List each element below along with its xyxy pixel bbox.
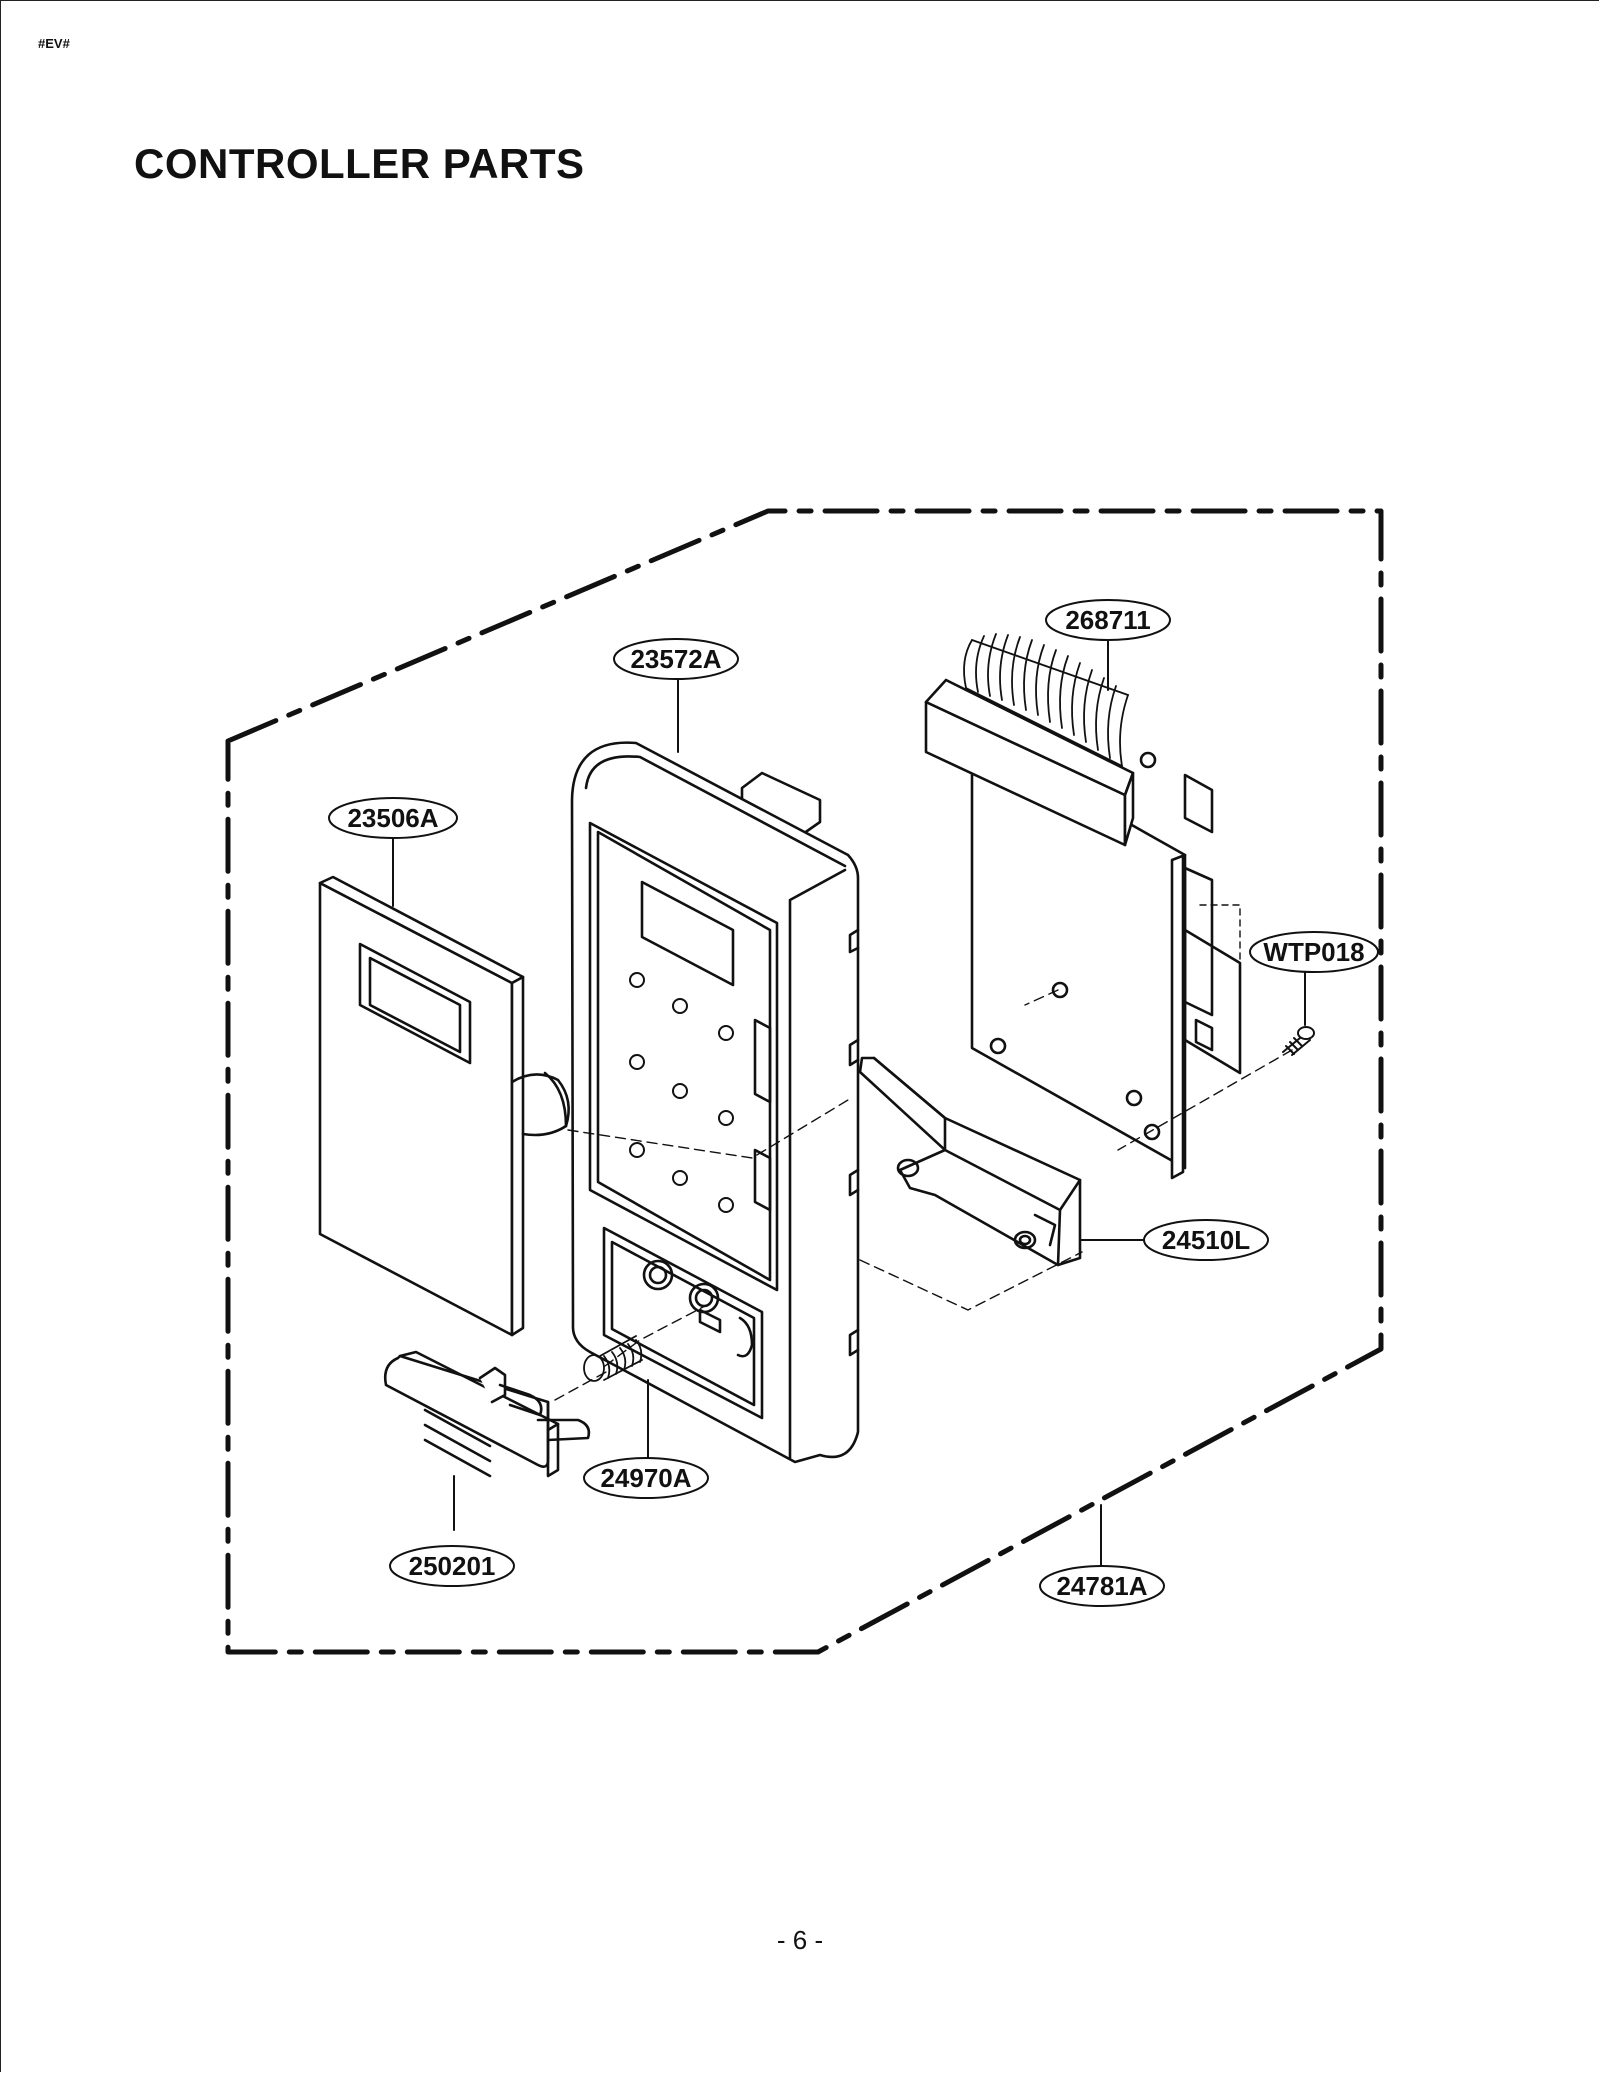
page-title: CONTROLLER PARTS xyxy=(134,140,585,187)
page-number: - 6 - xyxy=(776,1925,824,1955)
label-23572a: 23572A xyxy=(630,644,721,674)
cover-panel-drawing xyxy=(318,875,570,1337)
door-button-drawing xyxy=(383,1350,591,1478)
spring-drawing xyxy=(583,1335,643,1382)
callout-250201: 250201 xyxy=(389,1545,515,1587)
door-lever-drawing xyxy=(858,1056,1082,1267)
label-24970a: 24970A xyxy=(600,1463,691,1493)
label-268711: 268711 xyxy=(1065,605,1150,635)
screw-drawing xyxy=(1282,1026,1315,1056)
callout-24510l: 24510L xyxy=(1143,1219,1269,1261)
assembly-boundary xyxy=(225,508,1384,1655)
label-23506a: 23506A xyxy=(347,803,438,833)
label-wtp018: WTP018 xyxy=(1263,937,1364,967)
callout-wtp018: WTP018 xyxy=(1249,931,1379,973)
label-24510l: 24510L xyxy=(1162,1225,1250,1255)
label-24781a: 24781A xyxy=(1056,1571,1147,1601)
callout-23572a: 23572A xyxy=(613,638,739,680)
callout-23506a: 23506A xyxy=(328,797,458,839)
callout-24970a: 24970A xyxy=(583,1457,709,1499)
document-code: #EV# xyxy=(38,36,70,51)
assembly-guide-lines xyxy=(554,989,1293,1401)
callout-268711: 268711 xyxy=(1045,599,1171,641)
pcb-assembly-drawing xyxy=(924,633,1242,1180)
label-250201: 250201 xyxy=(409,1551,496,1581)
control-housing-drawing xyxy=(570,741,860,1464)
leader-lines xyxy=(392,639,1306,1569)
callout-24781a: 24781A xyxy=(1039,1565,1165,1607)
